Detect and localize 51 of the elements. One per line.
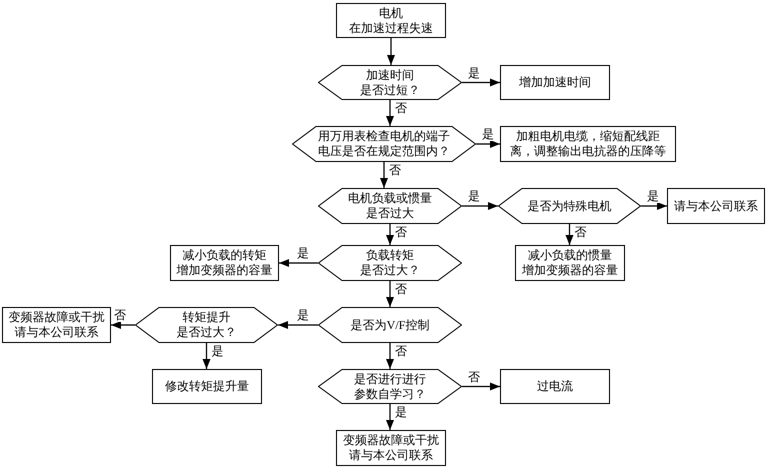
- arrow: [386, 100, 394, 126]
- arrow: [641, 202, 667, 210]
- edge-label: 否: [394, 344, 408, 358]
- arrow: [462, 382, 500, 390]
- arrow: [462, 202, 498, 210]
- arrow: [380, 162, 388, 188]
- edge-label: 否: [467, 370, 481, 384]
- arrow: [386, 404, 394, 430]
- decision-hexagon: 是否为特殊电机: [498, 188, 641, 224]
- arrow: [111, 321, 135, 329]
- edge-label: 是: [210, 344, 224, 358]
- process-box: 修改转矩提升量: [152, 369, 262, 404]
- arrow: [278, 321, 318, 329]
- arrow: [202, 343, 210, 369]
- arrow: [386, 281, 394, 307]
- arrow: [386, 224, 394, 245]
- edge-label: 是: [296, 308, 310, 322]
- edge-label: 否: [394, 225, 408, 239]
- process-box: 减小负载的转矩增加变频器的容量: [170, 245, 279, 281]
- process-box: 增加加速时间: [500, 65, 610, 100]
- decision-hexagon: 转矩提升是否过大？: [135, 307, 278, 343]
- decision-hexagon: 用万用表检查电机的端子电压是否在规定范围内？: [292, 126, 476, 162]
- arrow: [566, 224, 574, 245]
- edge-label: 是: [394, 405, 408, 419]
- process-box: 加粗电机电缆，缩短配线距离，调整输出电抗器的压降等: [500, 126, 676, 162]
- arrow: [386, 343, 394, 369]
- edge-label: 是: [296, 246, 310, 260]
- arrow: [476, 140, 500, 148]
- edge-label: 是: [467, 189, 481, 203]
- arrow: [387, 38, 395, 65]
- process-box: 变频器故障或干扰请与本公司联系: [2, 307, 111, 343]
- edge-label: 是: [467, 66, 481, 80]
- edge-label: 否: [574, 225, 588, 239]
- decision-hexagon: 是否为V/F控制: [318, 307, 462, 343]
- edge-label: 否: [113, 308, 127, 322]
- decision-hexagon: 电机负载或惯量是否过大: [318, 188, 462, 224]
- decision-hexagon: 负载转矩是否过大？: [318, 245, 462, 281]
- process-box: 电机 在加速过程失速: [336, 3, 446, 38]
- edge-label: 否: [394, 282, 408, 296]
- process-box: 变频器故障或干扰请与本公司联系: [336, 430, 446, 466]
- process-box: 过电流: [500, 369, 610, 404]
- edge-label: 是: [646, 189, 660, 203]
- edge-label: 否: [394, 101, 408, 115]
- decision-hexagon: 加速时间是否过短？: [318, 65, 462, 100]
- decision-hexagon: 是否进行进行参数自学习？: [318, 369, 462, 404]
- arrow: [462, 78, 500, 86]
- edge-label: 否: [388, 163, 402, 177]
- process-box: 减小负载的惯量增加变频器的容量: [515, 245, 625, 281]
- process-box: 请与本公司联系: [667, 188, 765, 224]
- arrow: [279, 259, 318, 267]
- edge-label: 是: [481, 127, 495, 141]
